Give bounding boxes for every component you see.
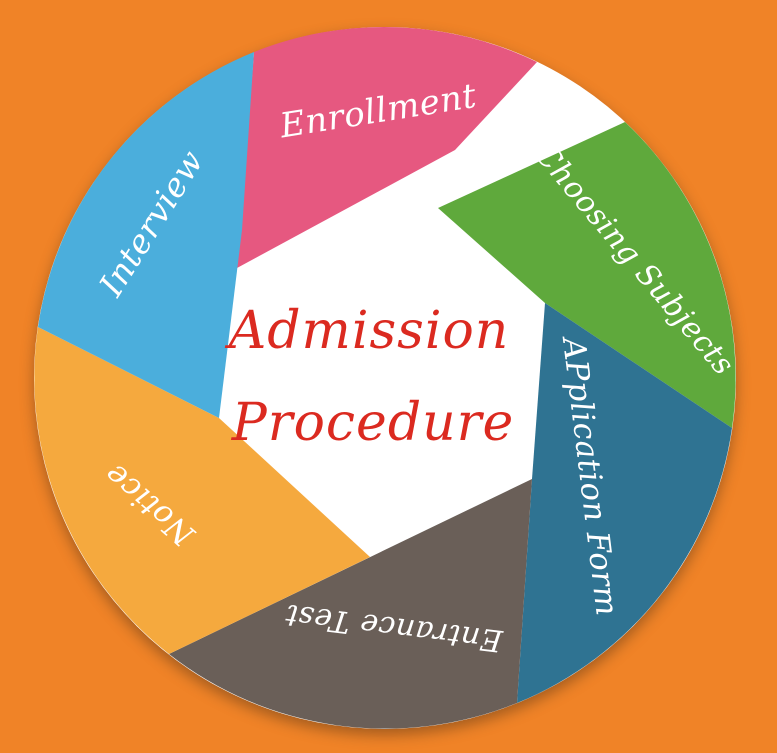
center-title-line2: Procedure [231,393,514,453]
segment-notice [34,327,371,654]
segment-application-form [517,303,732,703]
center-title-line1: Admission [225,301,510,361]
segment-interview [38,52,254,418]
segment-choosing-subjects [438,122,736,428]
segment-enrollment [237,26,537,269]
segment-entrance-test [169,479,532,729]
wheel-group: Enrollment Choosing Subjects APplication… [34,26,741,729]
